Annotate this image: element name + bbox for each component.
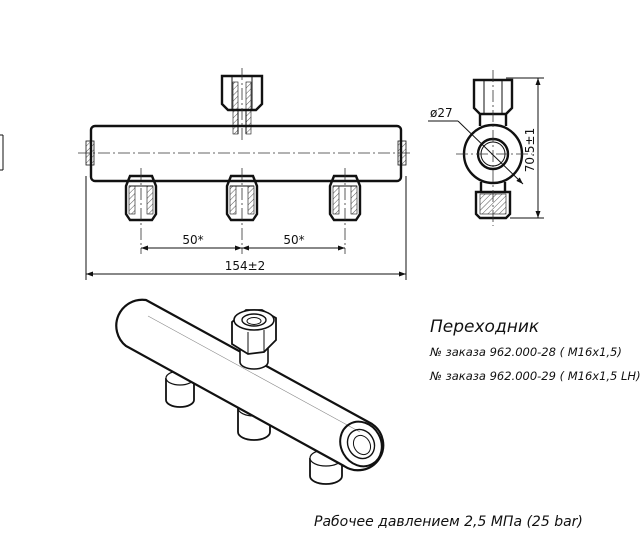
overall-length-label: 154±2 — [225, 259, 266, 273]
order-number-2: № заказа 962.000-29 ( М16x1,5 LH) — [429, 369, 640, 383]
spacing-right-label: 50* — [283, 233, 304, 247]
spacing-left-label: 50* — [182, 233, 203, 247]
overall-length-dimension: 154±2 — [85, 176, 407, 280]
isometric-view — [115, 298, 385, 485]
height-label: 70.5±1 — [523, 128, 537, 172]
front-view: 50* 50* 154±2 — [78, 68, 412, 280]
side-view: ø27 70.5±1 — [428, 70, 544, 226]
bottom-fitting-middle — [225, 168, 259, 254]
spacing-dimension: 50* 50* — [141, 233, 345, 251]
iso-top-nut — [231, 309, 277, 370]
pressure-note: Рабочее давлением 2,5 МПа (25 bar) — [314, 514, 583, 530]
order-number-1: № заказа 962.000-28 ( М16x1,5) — [429, 345, 622, 359]
iso-fitting-right — [309, 449, 343, 485]
left-end-thread — [85, 140, 95, 166]
top-fitting — [220, 68, 264, 140]
right-end-thread — [397, 140, 407, 166]
part-title: Переходник — [430, 317, 540, 337]
bottom-fitting-right — [328, 168, 362, 254]
left-edge-fragment — [0, 134, 4, 171]
bottom-fitting-left — [124, 168, 158, 254]
diameter-label: ø27 — [430, 106, 453, 120]
